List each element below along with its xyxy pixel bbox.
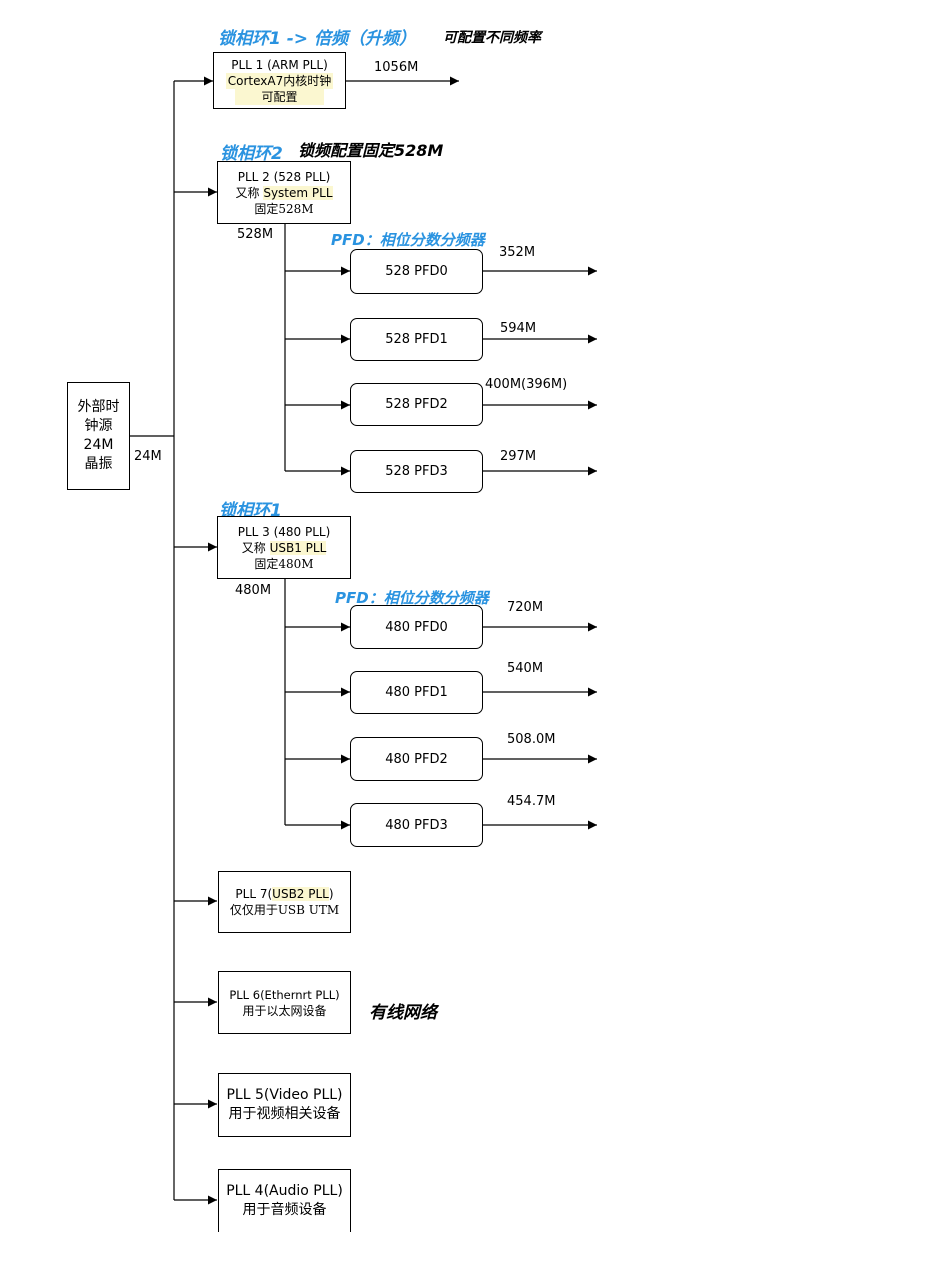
528-pfd3-box: 528 PFD3: [350, 450, 483, 493]
528-pfd1-box: 528 PFD1: [350, 318, 483, 361]
528-pfd0-freq: 352M: [499, 245, 536, 260]
pll1-line1: PLL 1 (ARM PLL): [231, 57, 328, 72]
pll3-line2-name: USB1 PLL: [269, 540, 327, 555]
480-pfd1-box: 480 PFD1: [350, 671, 483, 714]
clock-source-box: 外部时 钟源 24M 晶振: [67, 382, 130, 490]
528-pfd1-freq: 594M: [500, 321, 537, 336]
pll3-line3: 固定480M: [254, 556, 314, 571]
pll6-note: 有线网络: [369, 1003, 437, 1023]
528-pfd3-freq: 297M: [500, 449, 537, 464]
pll3-line2-prefix: 又称: [241, 540, 270, 555]
pll6-line2: 用于以太网设备: [242, 1003, 327, 1018]
pll7-line1-suffix: ): [328, 887, 334, 901]
pll3-pfd-title: PFD：相位分数分频器: [335, 589, 489, 607]
pll1-title: 锁相环1 -> 倍频（升频）: [218, 29, 416, 49]
pll4-line1: PLL 4(Audio PLL): [226, 1183, 343, 1199]
pll2-line2-prefix: 又称: [235, 185, 264, 200]
pll4-line2: 用于音频设备: [242, 1202, 327, 1218]
source-line2: 钟源: [84, 418, 113, 434]
480-pfd3-freq: 454.7M: [507, 794, 556, 809]
pll6-line1: PLL 6(Ethernrt PLL): [229, 987, 340, 1002]
source-line3: 24M: [83, 437, 114, 453]
pll1-note: 可配置不同频率: [443, 30, 541, 46]
pll1-line2: CortexA7内核时钟: [225, 72, 334, 89]
480-pfd2-box: 480 PFD2: [350, 737, 483, 781]
480-pfd1-freq: 540M: [507, 661, 544, 676]
source-line4: 晶振: [84, 456, 113, 472]
pll6-box: PLL 6(Ethernrt PLL) 用于以太网设备: [218, 971, 351, 1034]
528-pfd0-box: 528 PFD0: [350, 249, 483, 294]
pll1-line3: 可配置: [235, 88, 324, 105]
528-pfd2-box: 528 PFD2: [350, 383, 483, 426]
source-output-label: 24M: [134, 449, 162, 464]
pll5-line1: PLL 5(Video PLL): [226, 1087, 343, 1103]
pll2-output-label: 528M: [237, 227, 274, 242]
source-line1: 外部时: [77, 399, 120, 415]
pll2-title: 锁相环2: [220, 144, 283, 164]
pll1-box: PLL 1 (ARM PLL) CortexA7内核时钟 可配置: [213, 52, 346, 109]
480-pfd3-box: 480 PFD3: [350, 803, 483, 847]
pll2-note: 锁频配置固定528M: [298, 141, 444, 160]
pll1-output-label: 1056M: [374, 60, 419, 75]
pll2-line2-name: System PLL: [263, 185, 333, 200]
pll4-box: PLL 4(Audio PLL) 用于音频设备: [218, 1169, 351, 1232]
pll5-line2: 用于视频相关设备: [228, 1106, 341, 1122]
pll2-pfd-title: PFD：相位分数分频器: [331, 231, 485, 249]
pll7-line1-prefix: PLL 7(: [235, 887, 273, 901]
pll3-line1: PLL 3 (480 PLL): [237, 524, 331, 539]
480-pfd0-box: 480 PFD0: [350, 605, 483, 649]
pll7-line1-name: USB2 PLL: [272, 887, 329, 901]
480-pfd2-freq: 508.0M: [507, 732, 556, 747]
pll3-output-label: 480M: [235, 583, 272, 598]
pll2-box: PLL 2 (528 PLL) 又称 System PLL 固定528M: [217, 161, 351, 224]
pll2-line3: 固定528M: [254, 201, 314, 216]
pll7-box: PLL 7(USB2 PLL) 仅仅用于USB UTM: [218, 871, 351, 933]
pll5-box: PLL 5(Video PLL) 用于视频相关设备: [218, 1073, 351, 1137]
pll7-line2: 仅仅用于USB UTM: [229, 903, 340, 917]
pll2-line1: PLL 2 (528 PLL): [237, 169, 331, 184]
480-pfd0-freq: 720M: [507, 600, 544, 615]
pll3-box: PLL 3 (480 PLL) 又称 USB1 PLL 固定480M: [217, 516, 351, 579]
528-pfd2-freq: 400M(396M): [485, 377, 568, 392]
